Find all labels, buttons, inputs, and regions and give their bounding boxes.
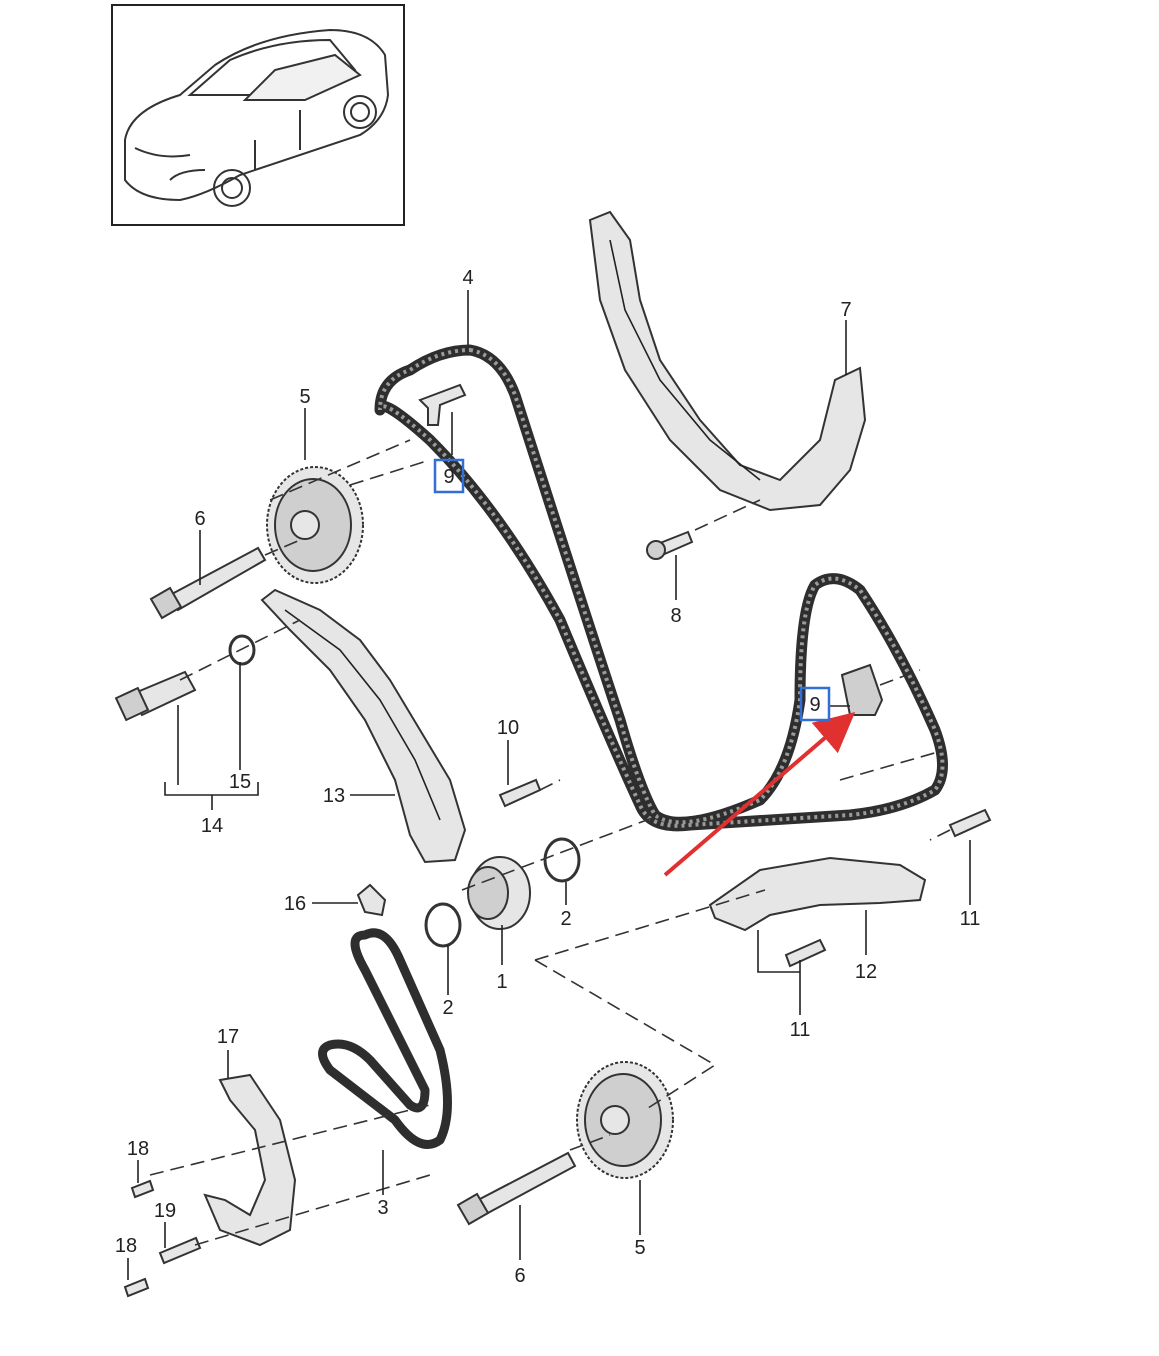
- label-11-right: 11: [960, 908, 981, 930]
- bolt-19: [158, 1236, 202, 1265]
- label-7: 7: [840, 299, 851, 321]
- label-5-lower: 5: [634, 1237, 645, 1259]
- label-19: 19: [154, 1200, 176, 1222]
- leader-lines: [127, 290, 971, 1280]
- bolt-6-upper: [149, 546, 267, 620]
- assembly-lines: [149, 439, 951, 1246]
- label-2-right: 2: [560, 908, 571, 930]
- label-3: 3: [377, 1197, 388, 1219]
- label-10: 10: [497, 717, 519, 739]
- label-6-upper: 6: [194, 508, 205, 530]
- bolt-18-lower: [123, 1277, 150, 1298]
- pivot-pin-14: [114, 670, 197, 722]
- label-5-upper: 5: [299, 386, 310, 408]
- slide-pad-9-right: [840, 663, 884, 716]
- bolt-18-upper: [130, 1179, 155, 1199]
- label-15: 15: [229, 771, 251, 793]
- stud-11-right: [948, 808, 992, 838]
- highlight-arrow: [663, 711, 856, 877]
- bolt-6-lower: [456, 1151, 577, 1226]
- callout-9-right[interactable]: 9: [799, 686, 831, 722]
- label-11-bottom: 11: [790, 1019, 811, 1041]
- thrust-washer-2-right: [543, 837, 581, 883]
- tensioner-rail-13: [260, 588, 467, 864]
- label-2-left: 2: [442, 997, 453, 1019]
- car-illustration: [124, 28, 390, 207]
- slide-pad-9-upper: [418, 383, 467, 426]
- seal-ring-15: [228, 634, 256, 666]
- label-12: 12: [855, 961, 877, 983]
- bolt-8: [646, 530, 694, 560]
- chain-guide-12: [708, 856, 927, 932]
- label-6-lower: 6: [514, 1265, 525, 1287]
- label-16: 16: [284, 893, 306, 915]
- label-18-lower: 18: [115, 1235, 137, 1257]
- stud-10: [498, 778, 542, 808]
- label-18-upper: 18: [127, 1138, 149, 1160]
- timing-chain-lower-3: [318, 928, 452, 1149]
- camshaft-sprocket-5-upper: [266, 466, 364, 584]
- crankshaft-sprocket-1: [467, 856, 531, 930]
- vehicle-thumbnail: [111, 4, 405, 226]
- camshaft-sprocket-5-lower: [576, 1061, 674, 1179]
- label-14: 14: [201, 815, 223, 837]
- label-4: 4: [462, 267, 473, 289]
- clip-16: [356, 883, 387, 917]
- label-17: 17: [217, 1026, 239, 1048]
- callout-9-upper-text: 9: [443, 466, 454, 488]
- timing-chain-upper-4: [374, 344, 948, 832]
- label-1: 1: [496, 971, 507, 993]
- guide-rail-7: [588, 210, 867, 512]
- label-13: 13: [323, 785, 345, 807]
- callout-9-upper[interactable]: 9: [433, 458, 465, 494]
- label-8: 8: [670, 605, 681, 627]
- part-labels: 4 5 6 7 8 10 11 11 12 13 14 15 16 1 2 2 …: [115, 267, 981, 1287]
- stud-11-bottom: [784, 938, 827, 968]
- callout-9-right-text: 9: [809, 694, 820, 716]
- chain-guide-17: [203, 1073, 297, 1247]
- thrust-washer-2-left: [424, 902, 462, 948]
